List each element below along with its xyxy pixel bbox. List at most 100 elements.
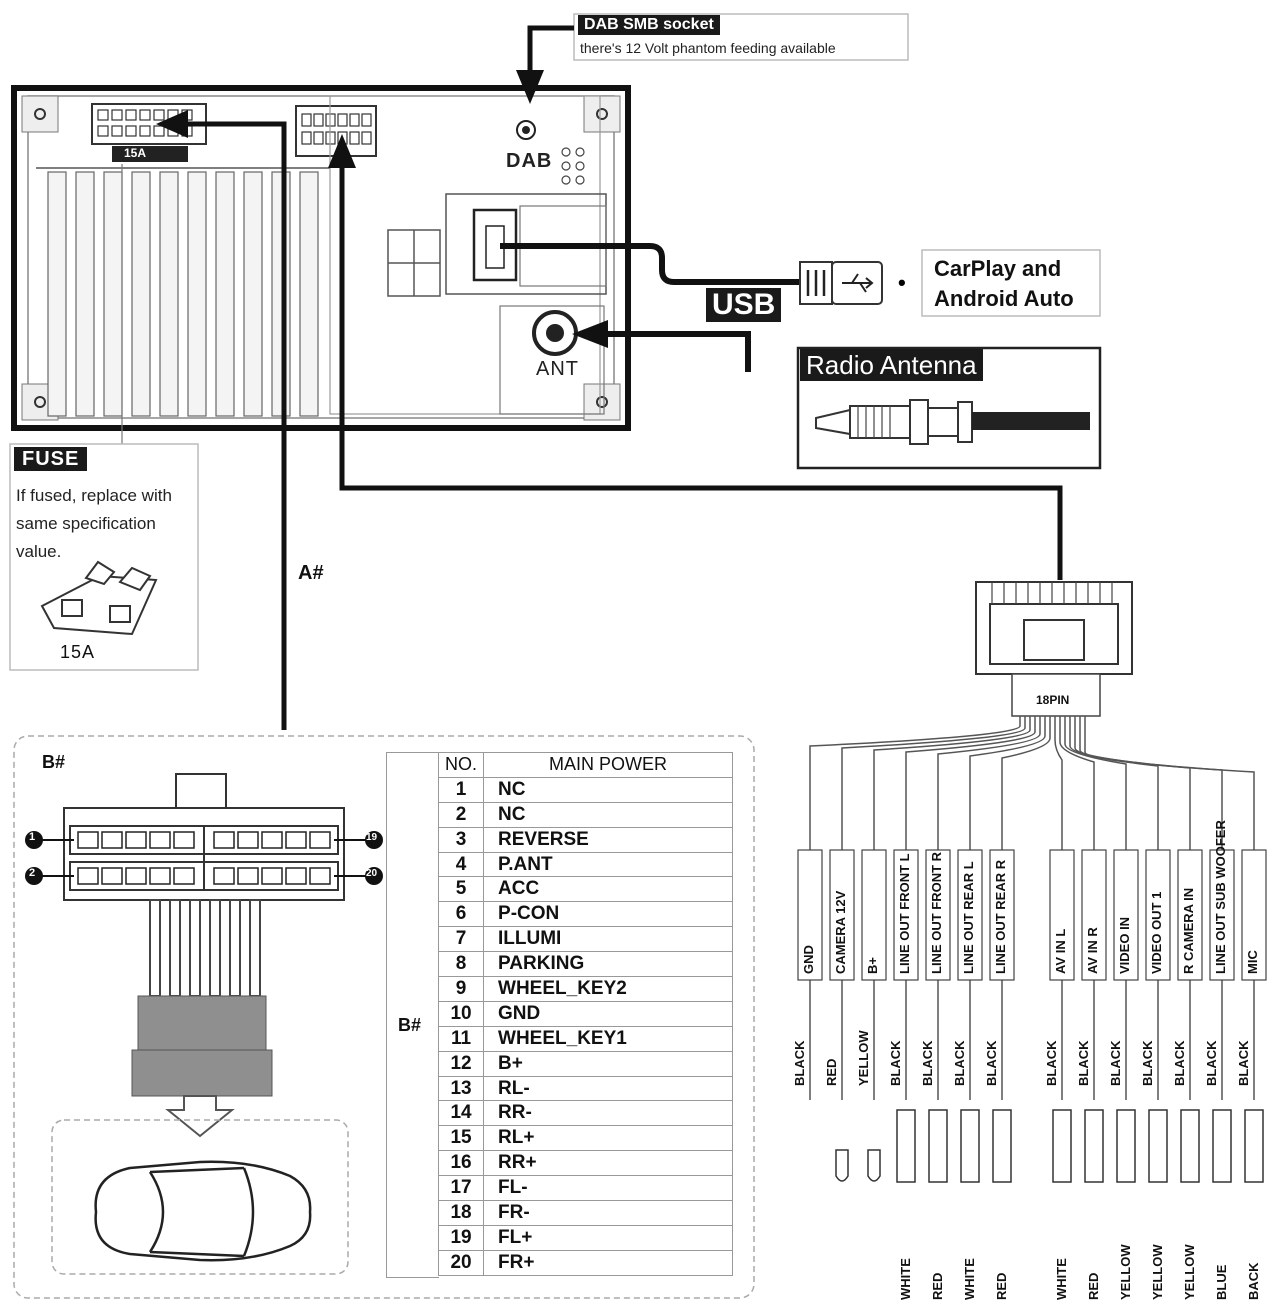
wire-tag xyxy=(989,849,1015,981)
wire xyxy=(841,716,1026,1100)
pin-number: 15 xyxy=(437,1125,485,1152)
wire-function-label: MIC xyxy=(1245,950,1260,974)
dab-callout-subtitle: there's 12 Volt phantom feeding availabl… xyxy=(580,40,836,56)
pin-function: NC xyxy=(483,776,734,803)
unit-fuse xyxy=(112,146,188,162)
fuse-instructions: If fused, replace with same specificatio… xyxy=(16,486,172,561)
wire-color-label: YELLOW xyxy=(1118,1244,1133,1300)
pin-function: FL+ xyxy=(483,1224,734,1251)
rca-plug xyxy=(1180,1109,1200,1183)
wire xyxy=(937,716,1041,1100)
pin-function: FL- xyxy=(483,1175,734,1202)
pin-function: WHEEL_KEY1 xyxy=(483,1025,734,1052)
wire-sheath-label: BLACK xyxy=(984,1040,999,1087)
rca-plug xyxy=(960,1109,980,1183)
wire-function-label: CAMERA 12V xyxy=(833,890,848,974)
pin-number: 7 xyxy=(437,926,485,953)
wire-color-label: WHITE xyxy=(962,1258,977,1300)
rca-plug xyxy=(896,1109,916,1183)
rca-plug xyxy=(928,1109,948,1183)
rca-plug xyxy=(1084,1109,1104,1183)
pin-20-marker: 20 xyxy=(366,868,378,879)
wire-color-label: RED xyxy=(1086,1272,1101,1300)
wire-sheath-label: BLACK xyxy=(1044,1040,1059,1087)
pin-table-header-name: MAIN POWER xyxy=(483,752,734,778)
wire-function-label: R CAMERA IN xyxy=(1181,887,1196,974)
antenna-port-label: ANT xyxy=(536,358,579,380)
wire-sheath-label: RED xyxy=(824,1058,839,1086)
wire-color-label: RED xyxy=(930,1272,945,1300)
wire-sheath-label: BLACK xyxy=(1076,1040,1091,1087)
pin-function: PARKING xyxy=(483,951,734,978)
pin-number: 10 xyxy=(437,1000,485,1027)
wire-tag xyxy=(1177,849,1203,981)
wire-sheath-label: BLACK xyxy=(920,1040,935,1087)
wire xyxy=(1001,716,1051,1100)
pin-number: 4 xyxy=(437,851,485,878)
pin-number: 5 xyxy=(437,876,485,903)
pin-function: FR+ xyxy=(483,1249,734,1276)
pin-function: B+ xyxy=(483,1050,734,1077)
pin-table-header: NO. MAIN POWER xyxy=(437,752,734,778)
pin-function: RL+ xyxy=(483,1125,734,1152)
carplay-label: CarPlay and Android Auto xyxy=(934,254,1074,314)
wire-function-label: LINE OUT SUB WOOFER xyxy=(1213,820,1228,974)
pin-table-header-no: NO. xyxy=(437,752,485,778)
pin-number: 3 xyxy=(437,826,485,853)
pin-number: 8 xyxy=(437,951,485,978)
pin-19-marker: 19 xyxy=(366,832,378,843)
wire-function-label: B+ xyxy=(865,957,880,974)
wire-function-label: VIDEO IN xyxy=(1117,916,1132,974)
pin-number: 1 xyxy=(437,776,485,803)
rca-plug xyxy=(1116,1109,1136,1183)
rca-plug xyxy=(1244,1109,1264,1183)
pin-number: 13 xyxy=(437,1075,485,1102)
pin-number: 14 xyxy=(437,1100,485,1127)
wire-function-label: AV IN R xyxy=(1085,927,1100,974)
wire-sheath-label: YELLOW xyxy=(856,1030,871,1086)
wire-tag xyxy=(861,849,887,981)
wire xyxy=(1054,716,1063,1100)
rca-plug xyxy=(1148,1109,1168,1183)
wire-tag xyxy=(829,849,855,981)
wire-function-label: GND xyxy=(801,945,816,974)
dab-callout-title: DAB SMB socket xyxy=(578,15,720,35)
wire-color-label: WHITE xyxy=(1054,1258,1069,1300)
wire xyxy=(905,716,1036,1100)
fuse-value: 15A xyxy=(60,642,96,662)
wire-tag xyxy=(957,849,983,981)
radio-antenna-label: Radio Antenna xyxy=(800,349,983,381)
pin-function: REVERSE xyxy=(483,826,734,853)
wire-sheath-label: BLACK xyxy=(1236,1040,1251,1087)
wire xyxy=(1059,716,1095,1100)
pin-number: 12 xyxy=(437,1050,485,1077)
pin-number: 9 xyxy=(437,976,485,1002)
pin-function: GND xyxy=(483,1000,734,1027)
wire-function-label: VIDEO OUT 1 xyxy=(1149,891,1164,974)
wire-sheath-label: BLACK xyxy=(952,1040,967,1087)
wire-sheath-label: BLACK xyxy=(1204,1040,1219,1087)
rca-plug xyxy=(992,1109,1012,1183)
harness-a-label: A# xyxy=(298,562,324,584)
wire xyxy=(1084,716,1255,1100)
wire-terminal xyxy=(835,1149,849,1182)
wire-sheath-label: BLACK xyxy=(888,1040,903,1087)
pin-number: 11 xyxy=(437,1025,485,1052)
